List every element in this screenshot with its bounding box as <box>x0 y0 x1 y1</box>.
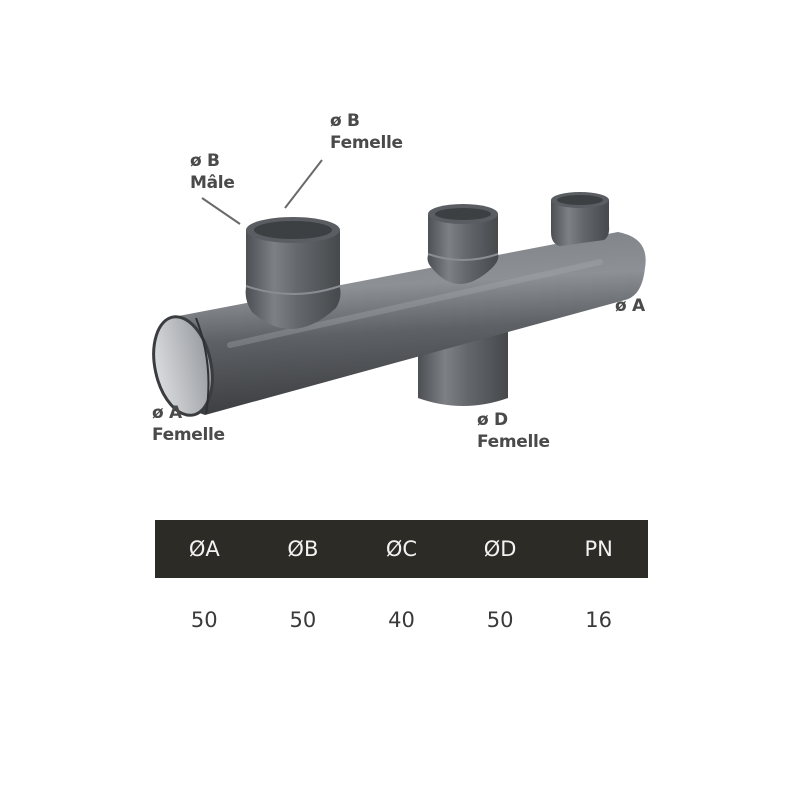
spec-table-header: ØA ØB ØC ØD PN <box>155 520 648 578</box>
spec-table: ØA ØB ØC ØD PN 50 50 40 50 16 <box>155 520 648 662</box>
cell-oc: 40 <box>388 608 415 632</box>
socket-left <box>245 217 341 330</box>
header-pn: PN <box>584 537 613 561</box>
label-symbol: ø A <box>152 403 182 423</box>
label-symbol: ø B <box>330 111 360 131</box>
header-od: ØD <box>483 537 517 561</box>
label-text: Femelle <box>330 133 403 153</box>
header-oc: ØC <box>385 537 418 561</box>
header-ob: ØB <box>287 537 319 561</box>
cell-pn: 16 <box>585 608 613 632</box>
cell-od: 50 <box>486 608 514 632</box>
label-b-male: ø B Mâle <box>190 150 235 194</box>
table-row: 50 50 40 50 16 <box>155 578 648 662</box>
label-a-right: ø A <box>615 295 645 317</box>
label-text: Femelle <box>152 425 225 445</box>
cell-ob: 50 <box>289 608 317 632</box>
label-symbol: ø D <box>477 410 508 430</box>
header-oa: ØA <box>188 537 220 561</box>
leader-line-b-male <box>201 197 241 225</box>
label-symbol: ø B <box>190 151 220 171</box>
leader-line-b-femelle <box>284 159 323 209</box>
label-text: Mâle <box>190 173 235 193</box>
socket-right <box>551 192 610 246</box>
label-b-femelle: ø B Femelle <box>330 110 403 154</box>
label-text: Femelle <box>477 432 550 452</box>
label-d-femelle: ø D Femelle <box>477 409 550 453</box>
manifold-illustration <box>152 159 646 417</box>
main-pipe <box>152 232 646 417</box>
cell-oa: 50 <box>190 608 218 632</box>
socket-middle <box>427 204 499 284</box>
label-symbol: ø A <box>615 296 645 316</box>
label-a-femelle: ø A Femelle <box>152 402 225 446</box>
